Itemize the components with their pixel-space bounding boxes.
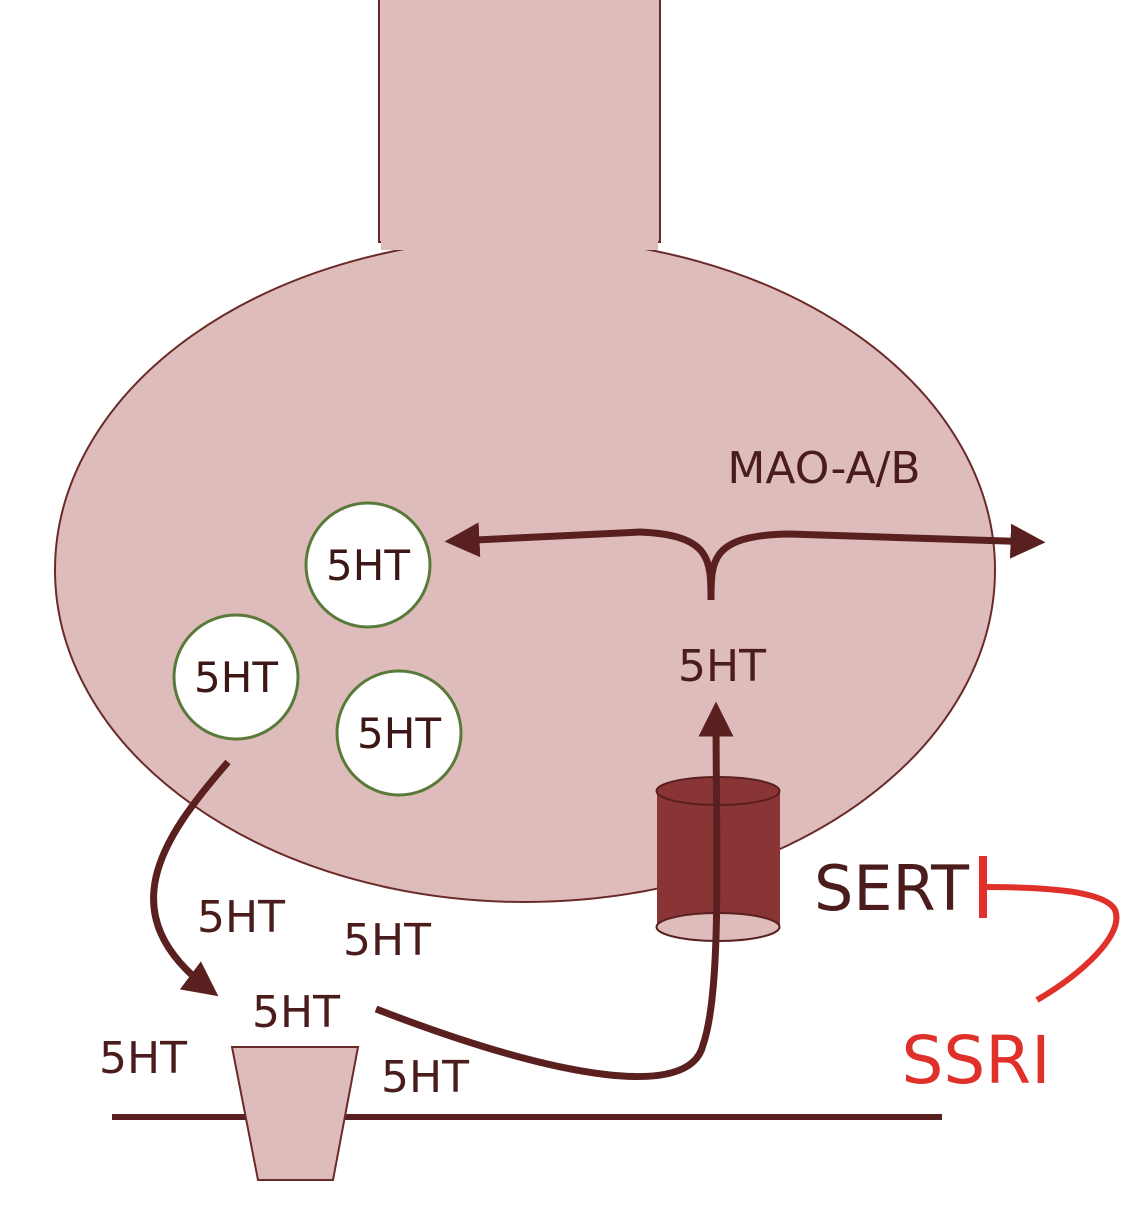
cytosolic-5ht-label: 5HT: [678, 641, 766, 692]
vesicle-3: 5HT: [335, 669, 463, 797]
vesicle-1-label: 5HT: [326, 541, 410, 590]
vesicle-3-label: 5HT: [357, 709, 441, 758]
release-arrow: [150, 759, 231, 997]
cleft-5ht-2: 5HT: [343, 915, 431, 966]
cleft-5ht-4: 5HT: [99, 1033, 187, 1084]
ssri-label: SSRI: [901, 1022, 1050, 1099]
axon-stalk: [378, 0, 661, 243]
vesicle-2: 5HT: [172, 613, 300, 741]
sert-label: SERT: [814, 852, 970, 925]
axon-join: [381, 236, 658, 250]
vesicle-1: 5HT: [304, 501, 432, 629]
reuptake-arrow: [374, 701, 734, 1081]
mao-label: MAO-A/B: [727, 443, 920, 494]
presynaptic-neuron: [54, 0, 996, 903]
mao-metabolism-arrow: [444, 522, 1046, 601]
cleft-5ht-3: 5HT: [252, 987, 340, 1038]
postsynaptic-receptor: [230, 1046, 360, 1181]
cleft-5ht-5: 5HT: [381, 1052, 469, 1103]
ssri-inhibition: [979, 856, 1120, 1003]
cleft-5ht-1: 5HT: [197, 892, 285, 943]
vesicle-2-label: 5HT: [194, 653, 278, 702]
